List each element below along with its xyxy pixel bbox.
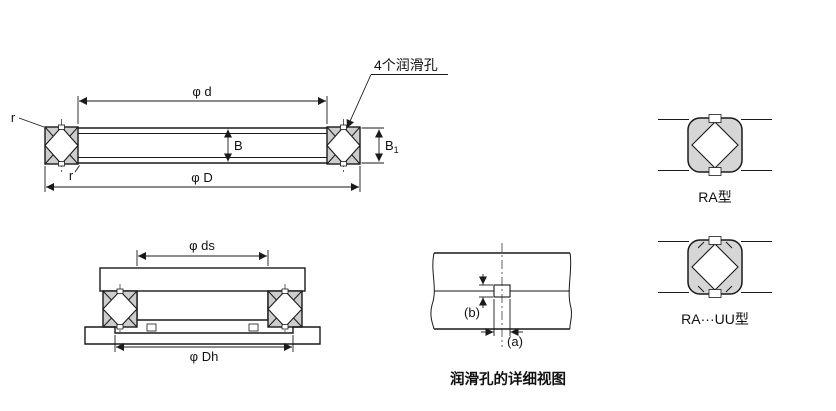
figure-lube-hole-detail: (b) (a) 润滑孔的详细视图	[430, 243, 573, 388]
seal-ring-detail	[248, 323, 259, 332]
dim-phi-ds: φ ds	[136, 238, 269, 266]
retainer-notch	[340, 161, 347, 167]
dim-phi-d: φ d	[77, 84, 328, 124]
retainer-notch	[281, 288, 289, 294]
dim-label-phi-Dh: φ Dh	[190, 349, 219, 364]
bearing-body-band	[78, 127, 327, 164]
ring-split-notch	[708, 236, 722, 245]
left-roller-section	[44, 119, 79, 172]
ring-split-notch	[708, 114, 722, 123]
mount-right-roller-section	[267, 284, 303, 334]
ra-uu-type-label: RA···UU型	[681, 311, 749, 327]
dim-label-B: B	[234, 138, 243, 153]
upper-plate	[99, 267, 306, 292]
seal-ring-detail	[146, 323, 157, 332]
retainer-notch	[58, 124, 65, 130]
dim-label-phi-D: φ D	[191, 170, 212, 185]
dim-label-b: (b)	[464, 305, 480, 320]
ring-split-notch	[708, 167, 722, 176]
dim-label-B1-base: B	[385, 138, 394, 153]
retainer-notch	[116, 324, 124, 330]
callout-leader	[346, 74, 372, 129]
symbol-ra-uu-type: RA···UU型	[658, 236, 772, 327]
dim-label-B1-subscript: 1	[394, 145, 399, 155]
symbol-ra-type: RA型	[658, 114, 772, 205]
callout-lube-holes: 4个润滑孔	[374, 57, 438, 73]
leader-line	[18, 117, 45, 128]
inner-spigot	[136, 291, 269, 332]
dim-b: (b)	[464, 274, 493, 320]
retainer-notch	[116, 288, 124, 294]
figure-mounting-example: φ ds φ Dh	[84, 238, 321, 364]
label-r-top: r	[11, 110, 16, 125]
leader-line	[74, 165, 80, 173]
seal-marks	[697, 241, 733, 293]
dim-label-phi-ds: φ ds	[189, 238, 215, 253]
break-line-right	[568, 252, 573, 330]
dim-label-a: (a)	[507, 334, 523, 349]
right-roller-section	[326, 119, 361, 172]
dim-label-B1: B1	[385, 138, 399, 155]
figure-bearing-cross-section: φ d φ D B B1 r r	[11, 57, 448, 192]
retainer-notch	[281, 324, 289, 330]
seal-mark	[725, 241, 733, 249]
ring-split-notch	[708, 289, 722, 298]
dim-B1: B1	[361, 127, 399, 164]
seal-mark	[697, 241, 705, 249]
lower-housing-plate	[84, 326, 321, 345]
label-r-bottom-group: r	[69, 165, 80, 183]
seal-mark	[725, 285, 733, 293]
mount-left-roller-section	[102, 284, 138, 334]
retainer-notch	[58, 161, 65, 167]
seal-mark	[697, 285, 705, 293]
break-line-left	[430, 252, 435, 330]
label-r-top-group: r	[11, 110, 45, 128]
callout-lube-holes-group: 4个润滑孔	[346, 57, 448, 129]
ra-type-label: RA型	[698, 189, 731, 205]
dim-phi-D: φ D	[44, 166, 361, 192]
label-r-bottom: r	[69, 168, 74, 183]
retainer-notch	[340, 124, 347, 130]
dim-label-phi-d: φ d	[192, 84, 211, 99]
dim-B: B	[223, 129, 243, 162]
dim-a: (a)	[481, 299, 523, 349]
detail-caption: 润滑孔的详细视图	[450, 370, 566, 388]
dim-phi-Dh: φ Dh	[114, 335, 294, 364]
